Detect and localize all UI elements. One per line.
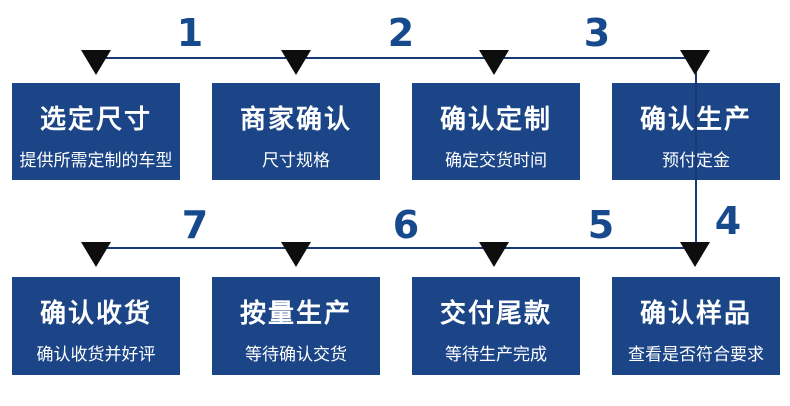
arrow-down-icon: [680, 242, 710, 267]
step-number: 2: [387, 11, 415, 55]
step-number: 3: [583, 11, 611, 55]
step-title: 确认收货: [39, 299, 152, 329]
step-box-pay-balance: 交付尾款 等待生产完成: [412, 277, 580, 375]
connector-line-top: [96, 57, 696, 59]
arrow-down-icon: [680, 50, 710, 75]
step-box-select-size: 选定尺寸 提供所需定制的车型: [12, 83, 180, 180]
step-box-confirm-customization: 确认定制 确定交货时间: [412, 83, 580, 180]
arrow-down-icon: [479, 50, 509, 75]
connector-line-bottom: [96, 247, 697, 249]
step-subtitle: 尺寸规格: [262, 151, 330, 171]
step-subtitle: 提供所需定制的车型: [19, 151, 173, 171]
step-subtitle: 等待生产完成: [445, 345, 547, 365]
step-box-confirm-sample: 确认样品 查看是否符合要求: [612, 277, 780, 375]
step-number: 6: [392, 203, 420, 247]
step-subtitle: 确认收货并好评: [36, 345, 156, 365]
step-number: 4: [714, 199, 742, 243]
arrow-down-icon: [81, 242, 111, 267]
step-subtitle: 等待确认交货: [245, 345, 347, 365]
step-title: 确认样品: [639, 299, 752, 329]
step-box-merchant-confirm: 商家确认 尺寸规格: [212, 83, 380, 180]
step-number: 5: [587, 203, 615, 247]
step-subtitle: 查看是否符合要求: [628, 345, 764, 365]
arrow-down-icon: [281, 242, 311, 267]
step-subtitle: 确定交货时间: [445, 151, 547, 171]
connector-line-vertical: [695, 57, 697, 248]
step-number: 1: [176, 11, 204, 55]
arrow-down-icon: [81, 50, 111, 75]
step-title: 按量生产: [239, 299, 352, 329]
step-box-batch-production: 按量生产 等待确认交货: [212, 277, 380, 375]
step-title: 商家确认: [239, 105, 352, 135]
arrow-down-icon: [281, 50, 311, 75]
step-title: 交付尾款: [439, 299, 552, 329]
arrow-down-icon: [479, 242, 509, 267]
step-number: 7: [181, 203, 209, 247]
step-title: 确认定制: [439, 105, 552, 135]
step-box-confirm-receipt: 确认收货 确认收货并好评: [12, 277, 180, 375]
step-title: 选定尺寸: [39, 105, 152, 135]
step-title: 确认生产: [612, 99, 780, 136]
